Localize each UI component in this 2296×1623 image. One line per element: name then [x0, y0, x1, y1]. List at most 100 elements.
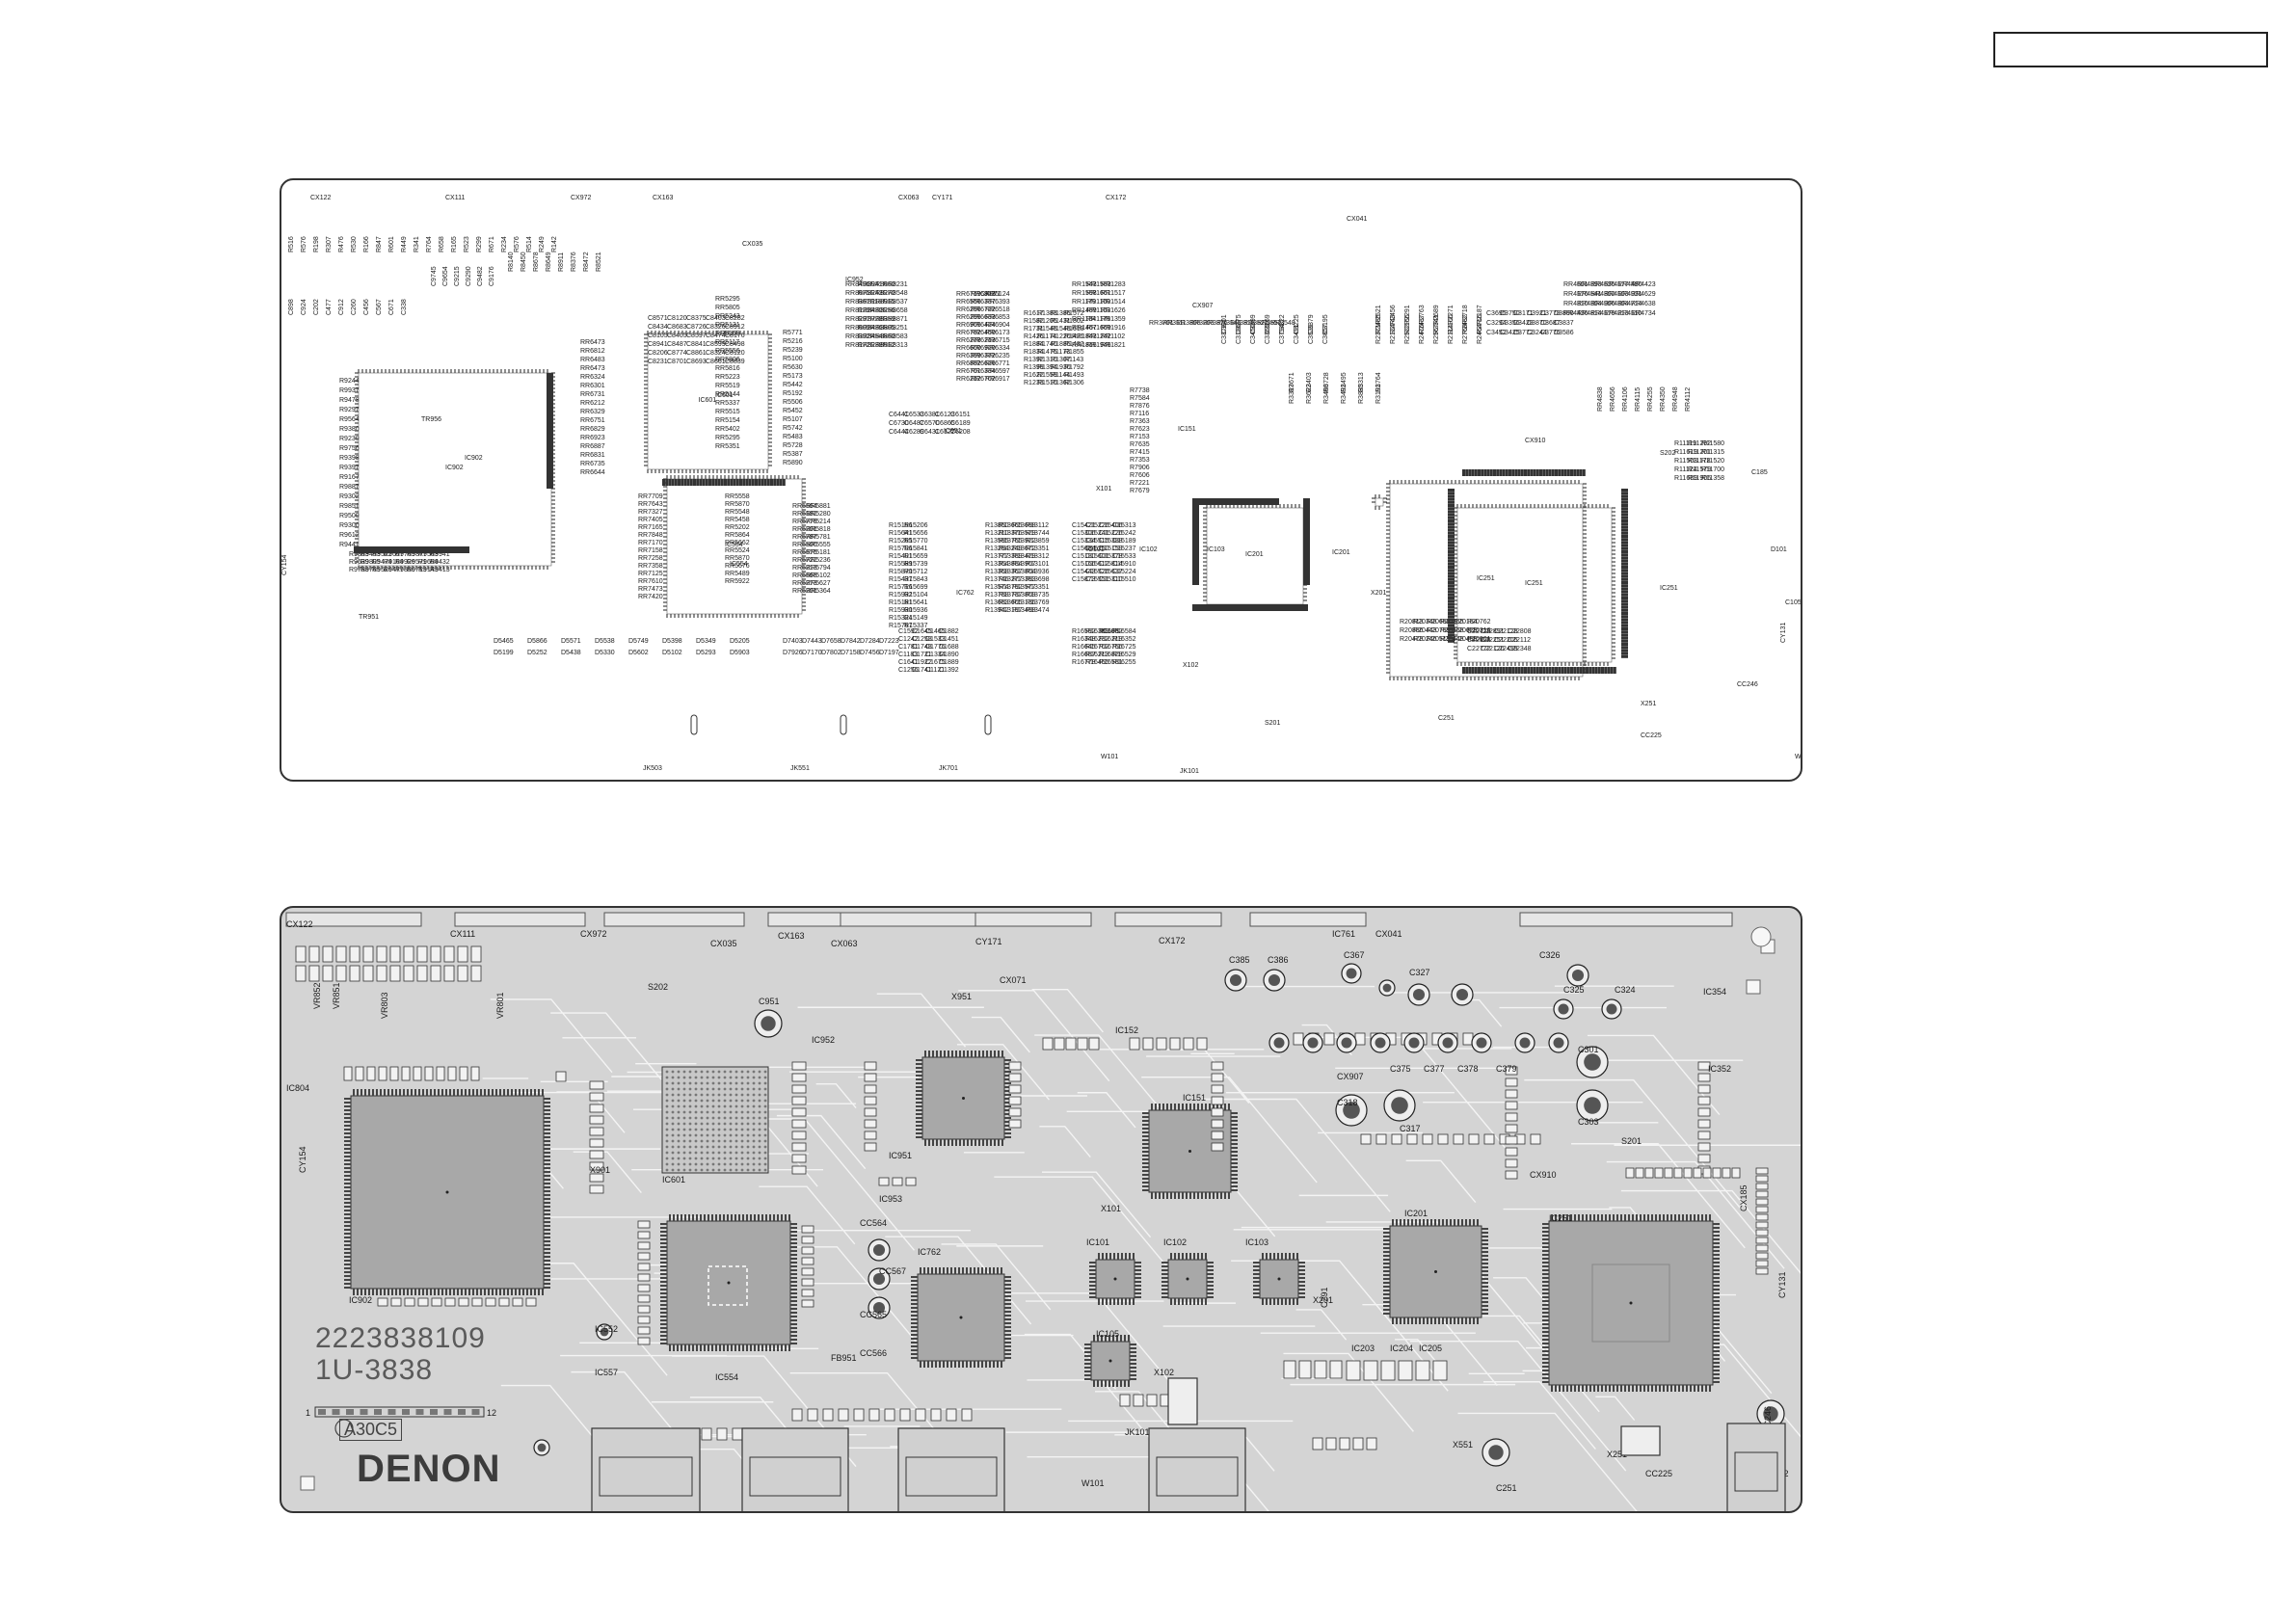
ic-center-dot — [1434, 1270, 1437, 1273]
ic-pin — [1231, 1182, 1238, 1184]
designator-label: RR8658 — [883, 307, 908, 314]
ic-designator: IC601 — [662, 1175, 685, 1184]
pad — [1582, 667, 1586, 674]
pad — [1511, 667, 1515, 674]
designator-label: RR4635 — [1590, 281, 1615, 288]
ic-pin — [1713, 1238, 1720, 1240]
designator-label: C6189 — [950, 420, 971, 427]
ic-pin — [974, 1051, 976, 1057]
ic-pin — [395, 1089, 397, 1096]
designator-label: C1392 — [939, 667, 959, 674]
designator-label: R13474 — [1026, 607, 1050, 614]
ic-pin — [1281, 1298, 1283, 1305]
ic-pin — [1253, 1296, 1260, 1298]
ic-pin — [916, 1136, 922, 1138]
designator-label: RR6702 — [971, 376, 996, 383]
ic-pin — [1130, 1374, 1136, 1376]
ic-pin — [970, 1267, 972, 1274]
bga-ball — [671, 1087, 675, 1091]
designator-label: R15206 — [904, 522, 928, 529]
designator-label: R7679 — [1130, 488, 1150, 494]
smd-component — [1712, 1167, 1722, 1179]
designator-label: R8649 — [546, 252, 552, 272]
smd-component — [716, 1427, 728, 1441]
designator-label: C8841 — [686, 341, 707, 348]
ic-pin — [962, 1267, 964, 1274]
designator-label: RR8496 — [845, 281, 870, 288]
designator-label: R11503 — [1674, 458, 1697, 465]
pad — [1478, 469, 1481, 476]
pad — [1561, 667, 1564, 674]
pad — [1448, 500, 1455, 504]
designator-label: R16455 — [1085, 659, 1109, 666]
designator-label: R1802 — [1064, 318, 1084, 325]
ic-pin — [997, 1267, 999, 1274]
ic-pin — [1551, 1214, 1553, 1221]
ic-pin — [1125, 1298, 1127, 1305]
bga-ball — [671, 1099, 675, 1103]
pad — [665, 479, 669, 486]
ic-pin — [936, 1139, 938, 1146]
ic-pin — [403, 1089, 405, 1096]
ic-pin — [544, 1190, 550, 1192]
ic-pin — [1434, 1219, 1436, 1226]
ic-pin — [1004, 1357, 1011, 1359]
ic-pin — [1705, 1385, 1707, 1392]
designator-label: C6151 — [950, 412, 971, 418]
bga-ball — [682, 1157, 686, 1160]
designator-label: R1855 — [1064, 349, 1084, 356]
ic-pin — [1216, 1104, 1218, 1110]
ic-pin — [790, 1262, 797, 1264]
ic-pin — [1228, 1192, 1230, 1199]
ic-pin — [344, 1183, 351, 1184]
fiducial — [1746, 979, 1761, 995]
ic-pin — [344, 1121, 351, 1123]
ic-pin — [1403, 1219, 1405, 1226]
bga-ball — [729, 1122, 733, 1126]
capacitor-designator: CC567 — [879, 1266, 906, 1276]
bga-ball — [694, 1099, 698, 1103]
smd-component — [1380, 1360, 1396, 1381]
ic-pin — [790, 1331, 797, 1333]
pad — [547, 373, 553, 376]
pad — [1517, 667, 1521, 674]
designator-label: R13101 — [1026, 561, 1050, 568]
designator-label: R341 — [414, 236, 420, 253]
pad — [1230, 604, 1233, 611]
pad — [1448, 630, 1455, 634]
ic-pin — [936, 1051, 938, 1057]
smd-component — [1008, 1084, 1022, 1094]
pad — [693, 479, 696, 486]
pad — [1514, 469, 1518, 476]
ic-pin — [1130, 1351, 1136, 1353]
ic-pin — [1542, 1231, 1549, 1233]
ic-pin — [1542, 1366, 1549, 1368]
ic-pin — [1570, 1385, 1572, 1392]
designator-label: R2156 — [1404, 314, 1411, 334]
smd-component — [436, 1066, 445, 1081]
ic-designator: IC205 — [1419, 1344, 1442, 1353]
designator-label: R514 — [526, 236, 533, 253]
pcb-trace — [550, 1012, 662, 1080]
ic-pin — [985, 1267, 987, 1274]
ic-pin — [707, 1214, 709, 1221]
designator-label: C22928 — [1467, 637, 1491, 644]
bga-ball — [671, 1104, 675, 1108]
designator-label: C3452 — [1486, 330, 1507, 336]
ic-pin — [911, 1276, 918, 1278]
pad — [391, 546, 394, 553]
ic-pin — [1482, 1251, 1488, 1253]
designator-label: R9805 — [360, 559, 381, 566]
pad — [1192, 519, 1199, 521]
designator-label: R1173 — [1051, 349, 1070, 356]
designator-label: C15226 — [1085, 522, 1109, 529]
pad — [446, 546, 449, 553]
ic-pin — [660, 1269, 667, 1271]
designator-label: C1922 — [912, 659, 932, 666]
designator-label: C3870 — [1527, 320, 1547, 327]
ic-pin — [1001, 1361, 1002, 1368]
ic-pin — [916, 1129, 922, 1131]
designator-label: R11315 — [1701, 449, 1724, 456]
ic-pin — [1004, 1078, 1011, 1080]
designator-label: RR1583 — [1086, 281, 1111, 288]
